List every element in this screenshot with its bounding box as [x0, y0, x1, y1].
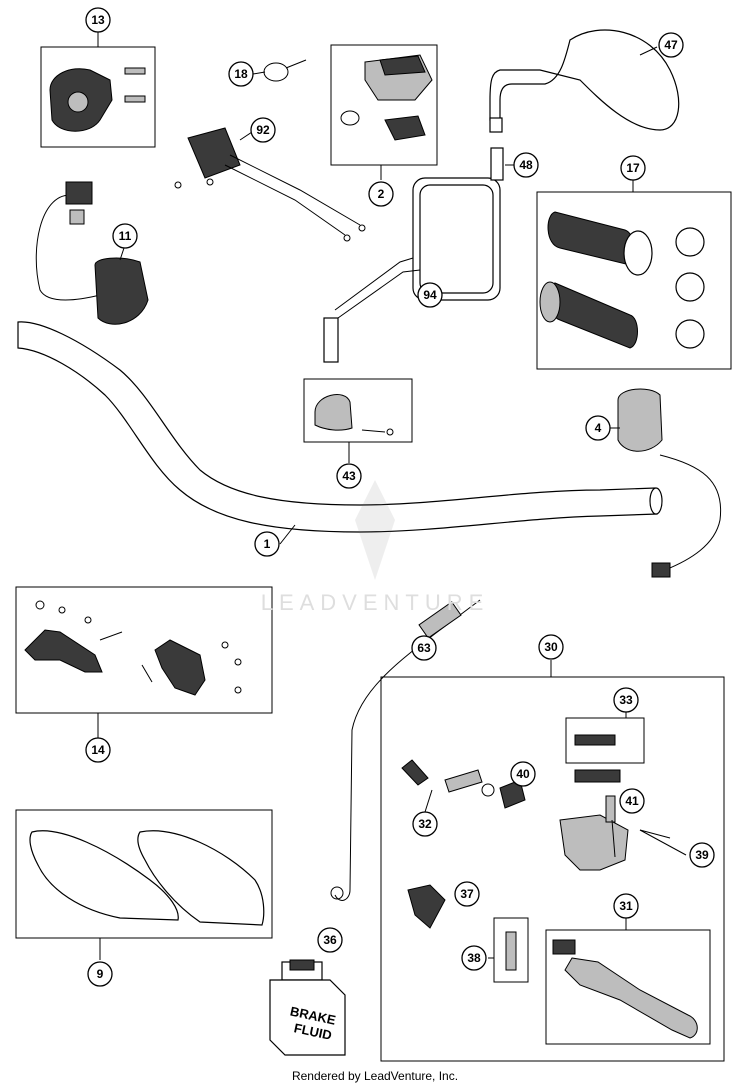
svg-text:4: 4 [595, 421, 602, 435]
svg-text:9: 9 [97, 967, 104, 981]
callout-94: 94 [417, 282, 443, 308]
callout-4: 4 [585, 415, 611, 441]
callout-30: 30 [538, 634, 564, 660]
svg-text:14: 14 [91, 743, 105, 757]
callout-9: 9 [87, 961, 113, 987]
part-36-brake-fluid: BRAKE FLUID [269, 959, 346, 1056]
callout-33: 33 [613, 687, 639, 713]
box-14 [15, 586, 273, 714]
part-92-throttle-cables [174, 127, 366, 242]
box-31 [545, 929, 711, 1045]
part-18-cable-tie [263, 59, 307, 82]
svg-text:2: 2 [378, 187, 385, 201]
svg-text:36: 36 [323, 933, 337, 947]
callout-1: 1 [254, 531, 280, 557]
part-2-kill-switch [340, 54, 433, 141]
callout-40: 40 [510, 761, 536, 787]
callout-63: 63 [411, 635, 437, 661]
svg-text:30: 30 [544, 640, 558, 654]
part-94-mirror [323, 177, 501, 363]
svg-text:32: 32 [418, 817, 432, 831]
part-47-mirror [489, 29, 680, 181]
callout-38: 38 [461, 945, 487, 971]
box-17 [536, 191, 732, 370]
part-14-brackets [24, 600, 242, 696]
svg-text:47: 47 [664, 38, 678, 52]
part-4-throttle-housing [617, 388, 722, 578]
handlebar [17, 321, 663, 533]
box-30 [380, 676, 725, 1062]
svg-text:13: 13 [91, 13, 105, 27]
callout-39: 39 [689, 842, 715, 868]
part-43-clamp [314, 394, 394, 436]
svg-text:48: 48 [519, 158, 533, 172]
box-38 [493, 917, 529, 983]
svg-text:18: 18 [234, 67, 248, 81]
part-17-grips [539, 211, 705, 349]
leader-lines [97, 32, 687, 960]
callout-17: 17 [620, 155, 646, 181]
callout-41: 41 [619, 788, 645, 814]
callout-43: 43 [336, 463, 362, 489]
callout-18: 18 [228, 61, 254, 87]
callout-31: 31 [613, 893, 639, 919]
watermark: LEADVENTURE [260, 590, 490, 615]
box-2 [330, 44, 438, 166]
callout-32: 32 [412, 811, 438, 837]
part-9-hand-guards [29, 830, 265, 926]
box-43 [303, 378, 413, 443]
box-33 [565, 717, 645, 764]
svg-text:43: 43 [342, 469, 356, 483]
svg-text:94: 94 [423, 288, 437, 302]
svg-text:63: 63 [417, 641, 431, 655]
callout-48: 48 [513, 152, 539, 178]
watermark-logo [355, 480, 395, 580]
callout-11: 11 [112, 223, 138, 249]
svg-text:39: 39 [695, 848, 709, 862]
callout-37: 37 [454, 881, 480, 907]
footer-credit: Rendered by LeadVenture, Inc. [291, 1069, 459, 1083]
svg-text:1: 1 [264, 537, 271, 551]
part-63-clutch-cable [330, 599, 481, 901]
callout-92: 92 [250, 117, 276, 143]
svg-text:37: 37 [460, 887, 474, 901]
part-11-switch-wiring [35, 181, 149, 325]
svg-text:40: 40 [516, 767, 530, 781]
callout-14: 14 [85, 737, 111, 763]
svg-text:17: 17 [626, 161, 640, 175]
svg-text:11: 11 [119, 229, 132, 243]
svg-text:38: 38 [467, 951, 481, 965]
box-9 [15, 809, 273, 939]
svg-text:33: 33 [619, 693, 633, 707]
callout-2: 2 [368, 181, 394, 207]
svg-text:92: 92 [256, 123, 270, 137]
callout-36: 36 [317, 927, 343, 953]
callout-47: 47 [658, 32, 684, 58]
callout-13: 13 [85, 7, 111, 33]
part-13-switch-housing [49, 67, 146, 132]
svg-text:31: 31 [619, 899, 633, 913]
part-30-master-cylinder [401, 734, 698, 1039]
svg-text:41: 41 [625, 794, 639, 808]
